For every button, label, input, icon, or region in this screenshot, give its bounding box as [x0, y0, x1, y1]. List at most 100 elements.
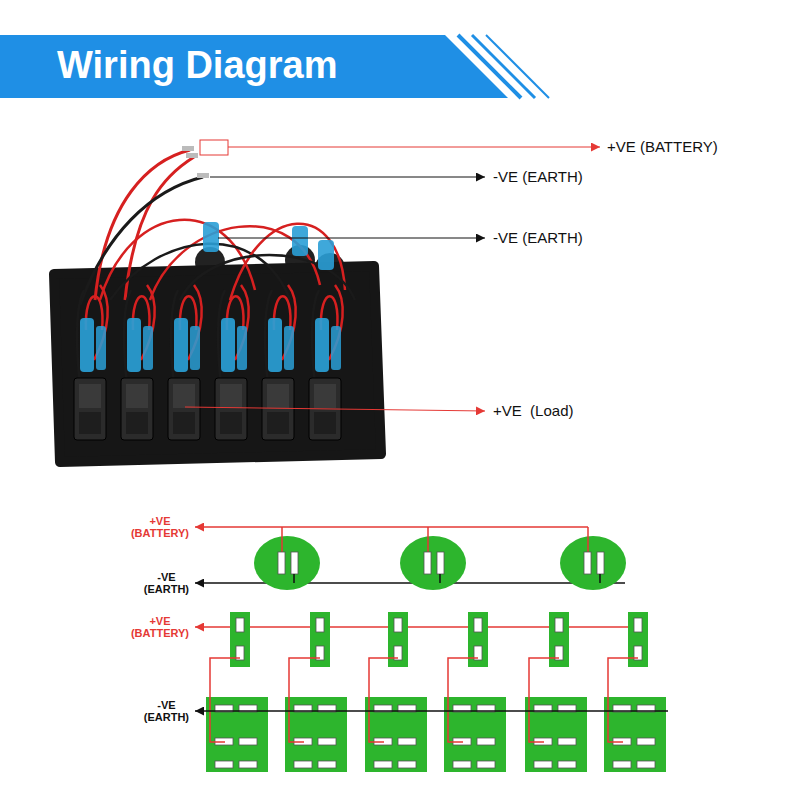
terminal-label: +VE (Load): [493, 402, 573, 420]
socket-pin: [278, 552, 285, 574]
rocker-face: [79, 384, 101, 408]
fuse-holder: [315, 318, 329, 372]
socket-pin: [584, 552, 591, 574]
fuse-pin: [555, 618, 563, 632]
terminal-label: -VE (EARTH): [144, 571, 189, 595]
battery-bus: [195, 626, 645, 628]
socket-symbol: [400, 536, 466, 590]
rocker-switch: [121, 378, 153, 440]
earth-wire: [80, 177, 203, 305]
banner-stripe: [472, 35, 535, 98]
fuse-holder: [96, 326, 106, 370]
socket-earth: [439, 574, 441, 583]
switch-panel: [54, 266, 381, 462]
socket-symbol: [254, 536, 320, 590]
fuse-holder: [143, 326, 153, 370]
fuse-pin: [236, 618, 244, 632]
wire-tip: [186, 153, 198, 158]
fuse-pin: [394, 618, 402, 632]
switch-symbol: [365, 697, 427, 772]
rocker-face: [220, 412, 242, 434]
switch-pin: [318, 761, 336, 768]
rocker-face: [126, 384, 148, 408]
socket-pin: [424, 552, 431, 574]
switch-pin: [477, 761, 495, 768]
switch-pin: [239, 761, 257, 768]
switch-feed: [210, 658, 240, 742]
switch-feed: [529, 658, 559, 742]
switch-pin: [477, 738, 495, 745]
rocker-face: [314, 384, 336, 408]
leader-arrow: [185, 407, 485, 411]
socket-connector: [318, 240, 334, 270]
switch-feed: [448, 658, 478, 742]
switch-pin: [637, 738, 655, 745]
socket-feed: [587, 527, 589, 553]
socket-pin: [291, 552, 298, 574]
switch-pin: [239, 738, 257, 745]
fuse-pin: [474, 618, 482, 632]
terminal-label: -VE (EARTH): [144, 699, 189, 723]
switch-pin: [558, 738, 576, 745]
banner-stripe: [486, 35, 549, 98]
fuse-pin: [316, 618, 324, 632]
socket-symbol: [560, 536, 626, 590]
rocker-face: [267, 412, 289, 434]
cross-wire: [150, 226, 320, 300]
rocker-face: [173, 384, 195, 408]
highlight-box: [200, 140, 228, 155]
socket-connector: [292, 226, 308, 256]
fuse-pin: [634, 618, 642, 632]
rocker-face: [126, 412, 148, 434]
socket-earth: [293, 574, 295, 583]
socket-feed: [281, 527, 283, 553]
fuse-holder: [331, 326, 341, 370]
switch-pin: [215, 761, 233, 768]
earth-bus: [195, 710, 668, 712]
terminal-label: +VE (BATTERY): [131, 515, 189, 539]
switch-symbol: [604, 697, 666, 772]
socket-feed: [427, 527, 429, 553]
earth-bus: [195, 582, 625, 584]
rocker-switch: [262, 378, 294, 440]
battery-bus: [195, 526, 588, 528]
rocker-face: [314, 412, 336, 434]
terminal-label: +VE (BATTERY): [607, 138, 718, 156]
fuse-holder: [284, 326, 294, 370]
switch-feed: [608, 658, 638, 742]
fuse-holder: [190, 326, 200, 370]
rocker-switch: [215, 378, 247, 440]
terminal-label: +VE (BATTERY): [131, 615, 189, 639]
fuse-holder: [174, 318, 188, 372]
rocker-face: [267, 384, 289, 408]
fuse-holder: [80, 318, 94, 372]
leader-arrow: [210, 177, 485, 178]
banner-title: Wiring Diagram: [57, 45, 337, 87]
switch-pin: [558, 761, 576, 768]
fuse-holder: [268, 318, 282, 372]
switch-pin: [318, 738, 336, 745]
switch-pin: [637, 761, 655, 768]
switch-pin: [534, 761, 552, 768]
switch-pin: [374, 761, 392, 768]
socket-earth: [599, 574, 601, 583]
switch-feed: [369, 658, 398, 742]
title-banner: [0, 35, 508, 98]
banner-stripe: [458, 35, 521, 98]
switch-symbol: [444, 697, 506, 772]
fuse-holder: [237, 326, 247, 370]
fuse-holder: [221, 318, 235, 372]
switch-pin: [453, 761, 471, 768]
cross-wire: [230, 224, 345, 300]
rocker-face: [173, 412, 195, 434]
leader-arrow: [218, 238, 485, 239]
rocker-switch: [74, 378, 106, 440]
wire-tip: [197, 173, 209, 178]
switch-symbol: [285, 697, 347, 772]
cross-wire: [110, 244, 290, 300]
switch-symbol: [525, 697, 587, 772]
switch-feed: [289, 658, 320, 742]
rocker-face: [220, 384, 242, 408]
